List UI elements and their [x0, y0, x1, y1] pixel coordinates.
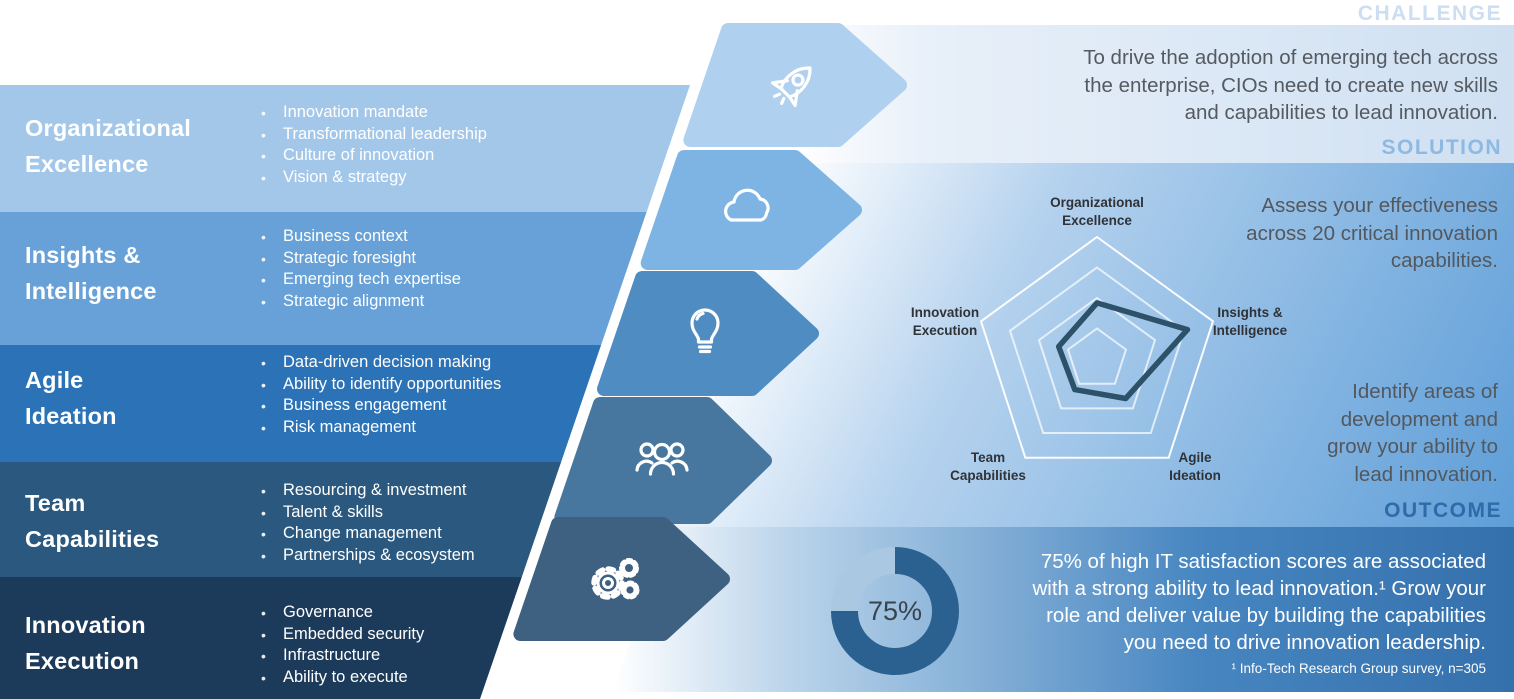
- outcome-section-label: OUTCOME: [1384, 499, 1502, 522]
- list-item: Resourcing & investment: [258, 480, 603, 502]
- list-item: Strategic alignment: [258, 291, 603, 312]
- outcome-band: [613, 527, 1514, 692]
- solution-identify-text: Identify areas of development and grow y…: [1327, 380, 1498, 486]
- solution-assess-text: Assess your effectiveness across 20 crit…: [1246, 194, 1498, 272]
- radar-axis-label: Organizational: [1050, 195, 1144, 210]
- list-item: Governance: [258, 602, 603, 624]
- bullets-team-capabilities: Resourcing & investment Talent & skills …: [258, 480, 603, 567]
- title-line: Ideation: [25, 403, 117, 429]
- list-item: Business engagement: [258, 395, 603, 417]
- radar-axis-label: Insights &: [1217, 305, 1283, 320]
- list-item: Change management: [258, 523, 603, 545]
- solution-section-label: SOLUTION: [1381, 136, 1502, 159]
- challenge-band: [794, 25, 1514, 163]
- radar-gridline: [979, 235, 1215, 459]
- challenge-text: To drive the adoption of emerging tech a…: [1083, 46, 1498, 124]
- title-line: Agile: [25, 367, 84, 393]
- radar-axis-label: Intelligence: [1213, 323, 1288, 338]
- list-item: Transformational leadership: [258, 124, 603, 145]
- list-item: Innovation mandate: [258, 102, 603, 124]
- radar-axis-label: Innovation: [911, 305, 979, 320]
- donut-value-segment: [831, 547, 959, 675]
- donut-center-label: 75%: [868, 596, 922, 626]
- row-title-insights-intelligence: Insights & Intelligence: [25, 237, 260, 309]
- list-item: Business context: [258, 226, 603, 248]
- row-title-agile-ideation: Agile Ideation: [25, 362, 260, 434]
- outcome-footnote: ¹ Info-Tech Research Group survey, n=305: [1231, 661, 1486, 676]
- list-item: Vision & strategy: [258, 167, 603, 188]
- list-item: Ability to identify opportunities: [258, 374, 603, 395]
- list-item: Ability to execute: [258, 667, 603, 688]
- bullets-innovation-execution: Governance Embedded security Infrastruct…: [258, 602, 603, 689]
- title-line: Capabilities: [25, 526, 160, 552]
- solution-band: [670, 163, 1514, 527]
- challenge-section-label: CHALLENGE: [1357, 2, 1502, 25]
- bullets-insights-intelligence: Business context Strategic foresight Eme…: [258, 226, 603, 313]
- title-line: Intelligence: [25, 278, 157, 304]
- row-title-innovation-execution: Innovation Execution: [25, 607, 260, 679]
- radar-axis-label: Capabilities: [950, 468, 1026, 483]
- people-icon: [635, 442, 689, 476]
- bullets-organizational-excellence: Innovation mandate Transformational lead…: [258, 102, 603, 189]
- list-item: Partnerships & ecosystem: [258, 545, 603, 566]
- list-item: Emerging tech expertise: [258, 269, 603, 291]
- list-item: Embedded security: [258, 624, 603, 645]
- gears-icon: [591, 558, 640, 600]
- list-item: Risk management: [258, 417, 603, 438]
- title-line: Execution: [25, 648, 140, 674]
- donut-chart: 75%: [831, 547, 959, 675]
- radar-axis-label: Team: [971, 450, 1005, 465]
- list-item: Infrastructure: [258, 645, 603, 667]
- list-item: Culture of innovation: [258, 145, 603, 167]
- title-line: Team: [25, 490, 86, 516]
- bullets-agile-ideation: Data-driven decision making Ability to i…: [258, 352, 603, 439]
- row-title-team-capabilities: Team Capabilities: [25, 485, 260, 557]
- radar-gridline: [1037, 296, 1157, 410]
- cloud-icon: [724, 188, 770, 222]
- title-line: Organizational: [25, 115, 192, 141]
- lightbulb-icon: [690, 308, 720, 354]
- arrow-step-3: [597, 271, 819, 396]
- row-title-organizational-excellence: Organizational Excellence: [25, 110, 260, 182]
- outcome-text: 75% of high IT satisfaction scores are a…: [1032, 550, 1486, 654]
- radar-axis-label: Agile: [1178, 450, 1211, 465]
- radar-gridline: [1066, 327, 1128, 385]
- title-line: Excellence: [25, 151, 149, 177]
- list-item: Talent & skills: [258, 502, 603, 523]
- radar-axis-label: Execution: [913, 323, 978, 338]
- radar-axis-label: Excellence: [1062, 213, 1132, 228]
- radar-gridline: [1008, 266, 1186, 434]
- list-item: Data-driven decision making: [258, 352, 603, 374]
- title-line: Insights &: [25, 242, 141, 268]
- rocket-icon: [770, 66, 812, 108]
- title-line: Innovation: [25, 612, 146, 638]
- radar-axis-label: Ideation: [1169, 468, 1221, 483]
- arrow-step-2: [640, 150, 862, 270]
- radar-data-series: [1055, 300, 1191, 402]
- list-item: Strategic foresight: [258, 248, 603, 269]
